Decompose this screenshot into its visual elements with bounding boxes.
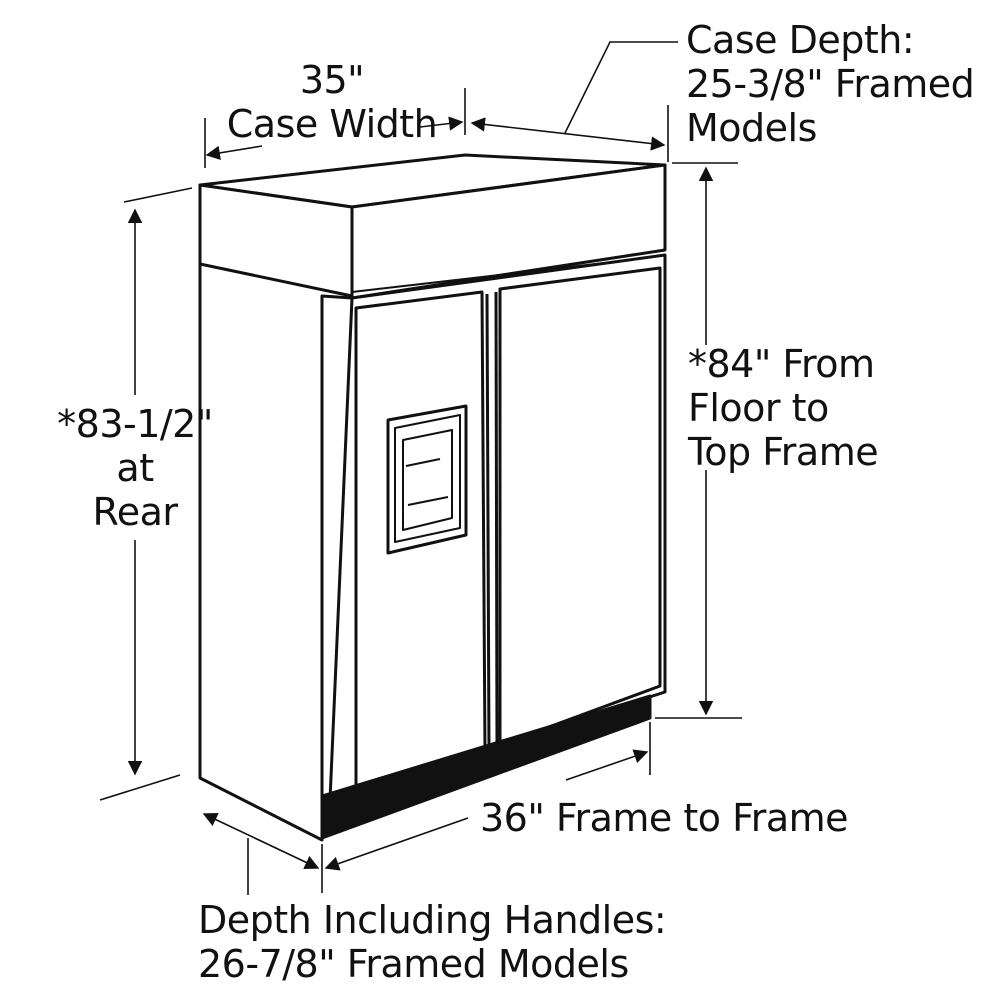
top-grille xyxy=(350,163,667,300)
case-width-line-a xyxy=(205,145,263,161)
case-depth-models: Models xyxy=(686,106,817,150)
case-width-value: 35" xyxy=(299,58,365,102)
rear-height-value: *83-1/2" xyxy=(57,402,213,446)
handle-depth-caption: Depth Including Handles: xyxy=(198,898,667,942)
frame-width-label: 36" Frame to Frame xyxy=(480,796,849,840)
case-depth-line xyxy=(470,117,666,151)
frame-width-text: 36" Frame to Frame xyxy=(480,796,849,840)
frame-height-value: *84" From xyxy=(688,342,875,386)
handle-depth-value: 26-7/8" Framed Models xyxy=(198,942,629,986)
rear-height-at: at xyxy=(116,446,154,490)
handle-depth-line xyxy=(202,813,320,869)
toe-kick xyxy=(320,694,652,840)
case-width-label: 35" Case Width xyxy=(222,58,442,146)
rear-height-caption: Rear xyxy=(92,490,178,534)
fresh-food-door xyxy=(498,266,662,747)
handle-depth-label: Depth Including Handles: 26-7/8" Framed … xyxy=(198,898,667,986)
case-depth-leader xyxy=(564,41,678,134)
side-seam xyxy=(199,262,353,298)
dispenser-tray xyxy=(407,496,449,506)
freezer-handle xyxy=(485,293,491,751)
dimension-lines xyxy=(99,41,742,895)
case-depth-label: Case Depth: 25-3/8" Framed Models xyxy=(686,18,975,150)
frame-height-floor: Floor to xyxy=(688,386,829,430)
frame-width-line-a xyxy=(565,749,649,781)
frame-width-line-b xyxy=(324,817,469,871)
rear-height-ext-bottom xyxy=(99,774,181,801)
rear-height-ext-top xyxy=(123,187,193,203)
frame-height-caption: Top Frame xyxy=(688,430,879,474)
case-depth-caption: Case Depth: xyxy=(686,18,915,62)
case-width-caption: Case Width xyxy=(226,102,438,146)
fresh-food-handle xyxy=(494,291,499,747)
case-width-line-b xyxy=(419,116,464,131)
refrigerator-outline xyxy=(198,153,667,842)
dispenser-inner xyxy=(402,429,453,531)
frame-height-label: *84" From Floor to Top Frame xyxy=(688,342,879,474)
dispenser-lever xyxy=(405,458,441,467)
case-depth-value: 25-3/8" Framed xyxy=(686,62,975,106)
rear-height-label: *83-1/2" at Rear xyxy=(30,402,240,534)
